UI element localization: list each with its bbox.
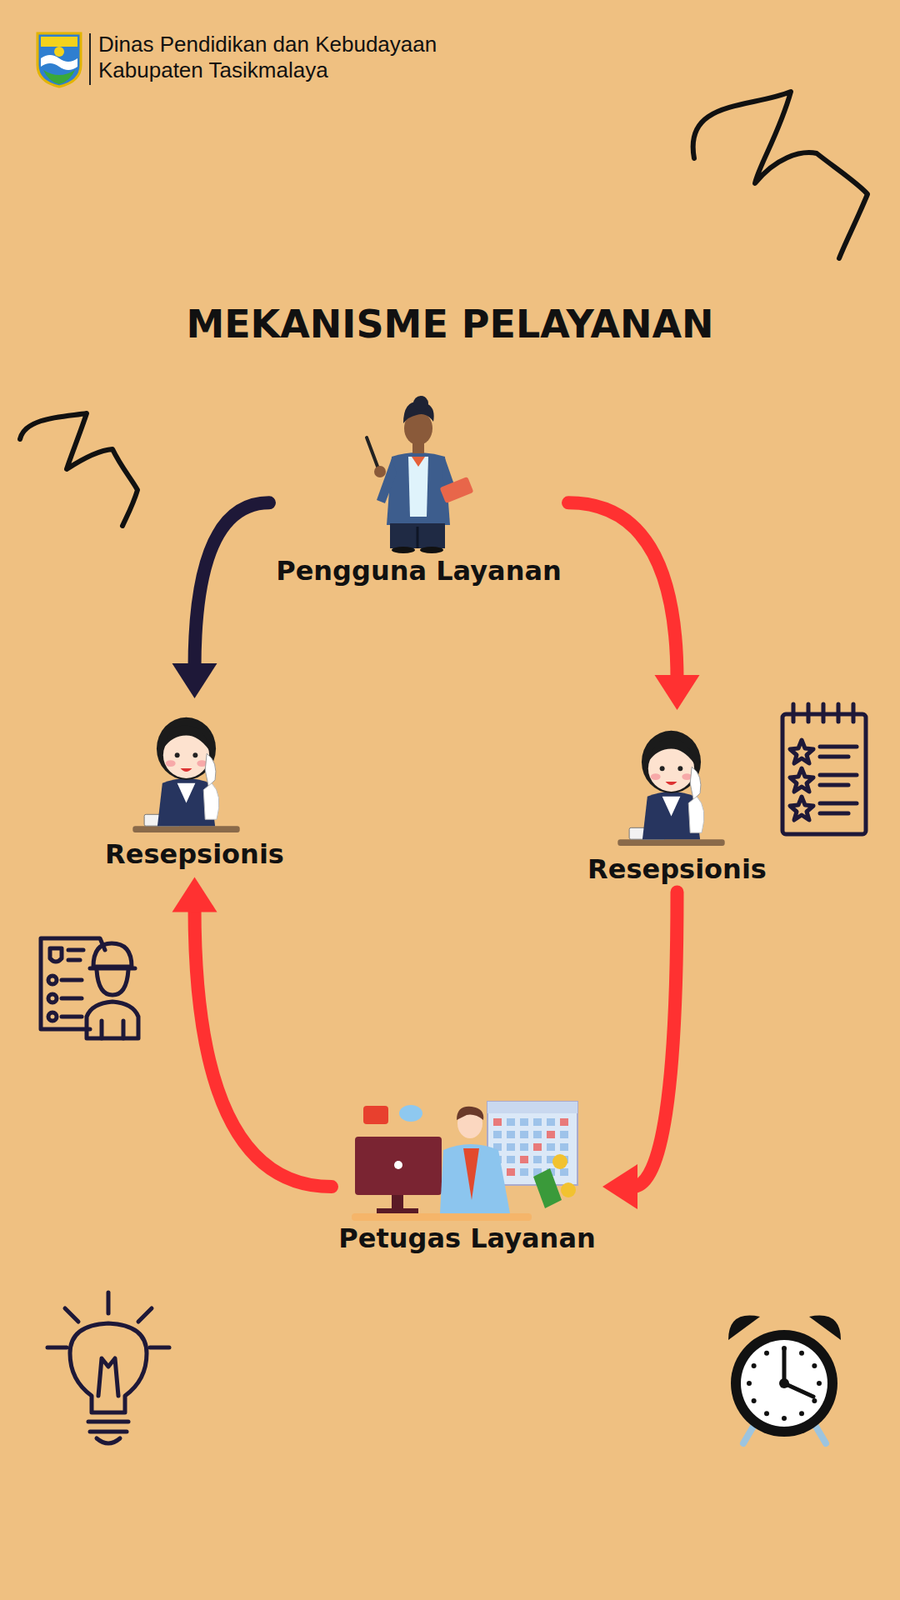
service-actor-node: Petugas Layanan bbox=[331, 1095, 603, 1261]
header-text: Dinas Pendidikan dan Kebudayaan Kabupate… bbox=[98, 31, 515, 84]
service-actor-node: Pengguna Layanan bbox=[269, 391, 569, 594]
arrow-head bbox=[172, 876, 218, 912]
service-actor-node: Resepsionis bbox=[580, 710, 774, 892]
node-label: Petugas Layanan bbox=[338, 1222, 596, 1255]
flow-arrow bbox=[172, 876, 333, 1187]
arrow-shaft bbox=[195, 906, 333, 1187]
arrow-shaft bbox=[195, 502, 270, 669]
node-label: Resepsionis bbox=[587, 853, 767, 885]
flow-arrow bbox=[568, 502, 700, 710]
node-label: Resepsionis bbox=[105, 838, 285, 870]
arrow-shaft bbox=[568, 502, 678, 680]
arrow-head bbox=[172, 663, 218, 699]
diagram-title: MEKANISME PELAYANAN bbox=[0, 301, 900, 347]
arrow-shaft bbox=[632, 891, 678, 1187]
node-label: Pengguna Layanan bbox=[275, 555, 562, 587]
service-actor-node: Resepsionis bbox=[98, 698, 291, 877]
flow-arrow bbox=[602, 891, 678, 1210]
flow-arrow bbox=[172, 502, 270, 699]
arrow-head bbox=[655, 675, 700, 710]
arrow-head bbox=[602, 1164, 638, 1210]
